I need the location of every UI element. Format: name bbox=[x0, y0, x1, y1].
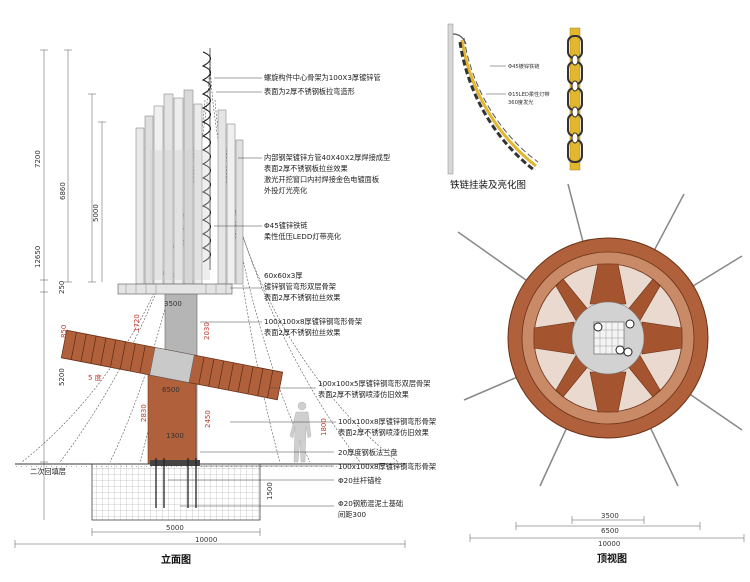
dim-2450: 2450 bbox=[204, 410, 212, 428]
dim-250: 250 bbox=[58, 281, 66, 294]
dim-1720: 1720 bbox=[133, 314, 141, 332]
dim-5000: 5000 bbox=[92, 204, 100, 222]
ann-16: 100x100x8厚镀锌钢弯形骨架 bbox=[338, 417, 436, 426]
plan-dim-3500: 3500 bbox=[601, 512, 619, 520]
concrete-foundation bbox=[91, 463, 261, 521]
elevation-view: 7200 12650 6860 5000 250 5200 850 1720 2… bbox=[14, 48, 436, 566]
plan-dim-6500: 6500 bbox=[601, 527, 619, 535]
dim-6860: 6860 bbox=[59, 182, 67, 200]
chain-label-2: Φ15LED柔性灯带 bbox=[508, 90, 550, 98]
dim-1500: 1500 bbox=[266, 482, 274, 500]
chain-label-3: 360度发光 bbox=[508, 98, 533, 106]
ann-17: 表面2厚不锈钢喷漆仿旧效果 bbox=[338, 428, 429, 437]
chain-label-1: Φ45镀锌铁链 bbox=[508, 62, 540, 70]
angle-label: 5 度 bbox=[88, 373, 102, 382]
human-scale-figure bbox=[289, 401, 312, 463]
ann-10: 镀锌钢管弯形双层骨架 bbox=[264, 282, 336, 291]
plan-title: 顶视图 bbox=[597, 552, 627, 565]
ann-09: 60x60x3厚 bbox=[264, 271, 303, 280]
ann-22: 间距300 bbox=[338, 510, 367, 519]
ann-20: Φ20丝杆锚栓 bbox=[338, 476, 382, 485]
ann-14: 100x100x5厚镀锌钢弯形双层骨架 bbox=[318, 379, 430, 388]
plan-spokes bbox=[533, 263, 683, 413]
tube-bundle bbox=[135, 89, 244, 285]
plan-dim-10000: 10000 bbox=[598, 540, 620, 548]
spiral-column bbox=[201, 48, 212, 270]
ann-15: 表面2厚不锈钢喷漆仿旧效果 bbox=[318, 390, 409, 399]
backfill-label: 二次回填层 bbox=[30, 467, 66, 476]
ann-08: 柔性低压LEDD灯带亮化 bbox=[264, 232, 341, 241]
dim-7200: 7200 bbox=[34, 150, 42, 168]
plan-view: 3500 6500 10000 顶视图 bbox=[457, 183, 745, 565]
ann-18: 20厚度钢板法兰盘 bbox=[338, 448, 397, 457]
upper-platform bbox=[117, 283, 233, 295]
dim-1800: 1800 bbox=[320, 418, 328, 436]
ann-02: 表面为2厚不锈钢板拉弯造形 bbox=[264, 87, 355, 96]
dim-5200: 5200 bbox=[58, 368, 66, 386]
chain-title: 铁链挂装及亮化图 bbox=[450, 179, 526, 191]
dim-2830: 2830 bbox=[140, 404, 148, 422]
chain-detail: Φ45镀锌铁链 Φ15LED柔性灯带 360度发光 铁链挂装及亮化图 bbox=[447, 23, 583, 191]
rust-pillar bbox=[147, 371, 197, 465]
dim-12650: 12650 bbox=[34, 246, 42, 268]
anchor-bolts bbox=[155, 458, 197, 508]
ann-12: 100x100x8厚镀锌钢弯形骨架 bbox=[264, 317, 362, 326]
plan-spiral-markers bbox=[593, 319, 635, 357]
tilted-ring bbox=[60, 329, 284, 401]
ann-13: 表面2厚不锈钢拉丝效果 bbox=[264, 328, 340, 337]
dim-10000-base: 10000 bbox=[195, 536, 217, 544]
ann-03: 内部钢架镀锌方管40X40X2厚焊接成型 bbox=[264, 153, 390, 162]
ann-06: 外投灯光亮化 bbox=[264, 186, 307, 195]
dim-5000-base: 5000 bbox=[166, 524, 184, 532]
dim-850: 850 bbox=[60, 325, 68, 338]
ann-11: 表面2厚不锈钢拉丝效果 bbox=[264, 293, 340, 302]
dim-6500: 6500 bbox=[162, 386, 180, 394]
ann-07: Φ45镀锌铁链 bbox=[264, 221, 308, 230]
dim-3500: 3500 bbox=[164, 300, 182, 308]
dim-1300: 1300 bbox=[166, 432, 184, 440]
ann-19: 100x100x8厚镀锌钢弯形骨架 bbox=[338, 462, 436, 471]
ann-05: 激光开挖窗口内衬焊接金色电镀面板 bbox=[264, 175, 379, 184]
elevation-title: 立面图 bbox=[161, 553, 191, 566]
ann-01: 螺旋构件中心骨架为100X3厚镀锌管 bbox=[264, 73, 381, 82]
ann-21: Φ20钢筋混泥土基础 bbox=[338, 499, 403, 508]
dim-2030: 2030 bbox=[203, 322, 211, 340]
flange-plate bbox=[150, 460, 200, 466]
ann-04: 表面2厚不锈钢板拉丝效果 bbox=[264, 164, 348, 173]
